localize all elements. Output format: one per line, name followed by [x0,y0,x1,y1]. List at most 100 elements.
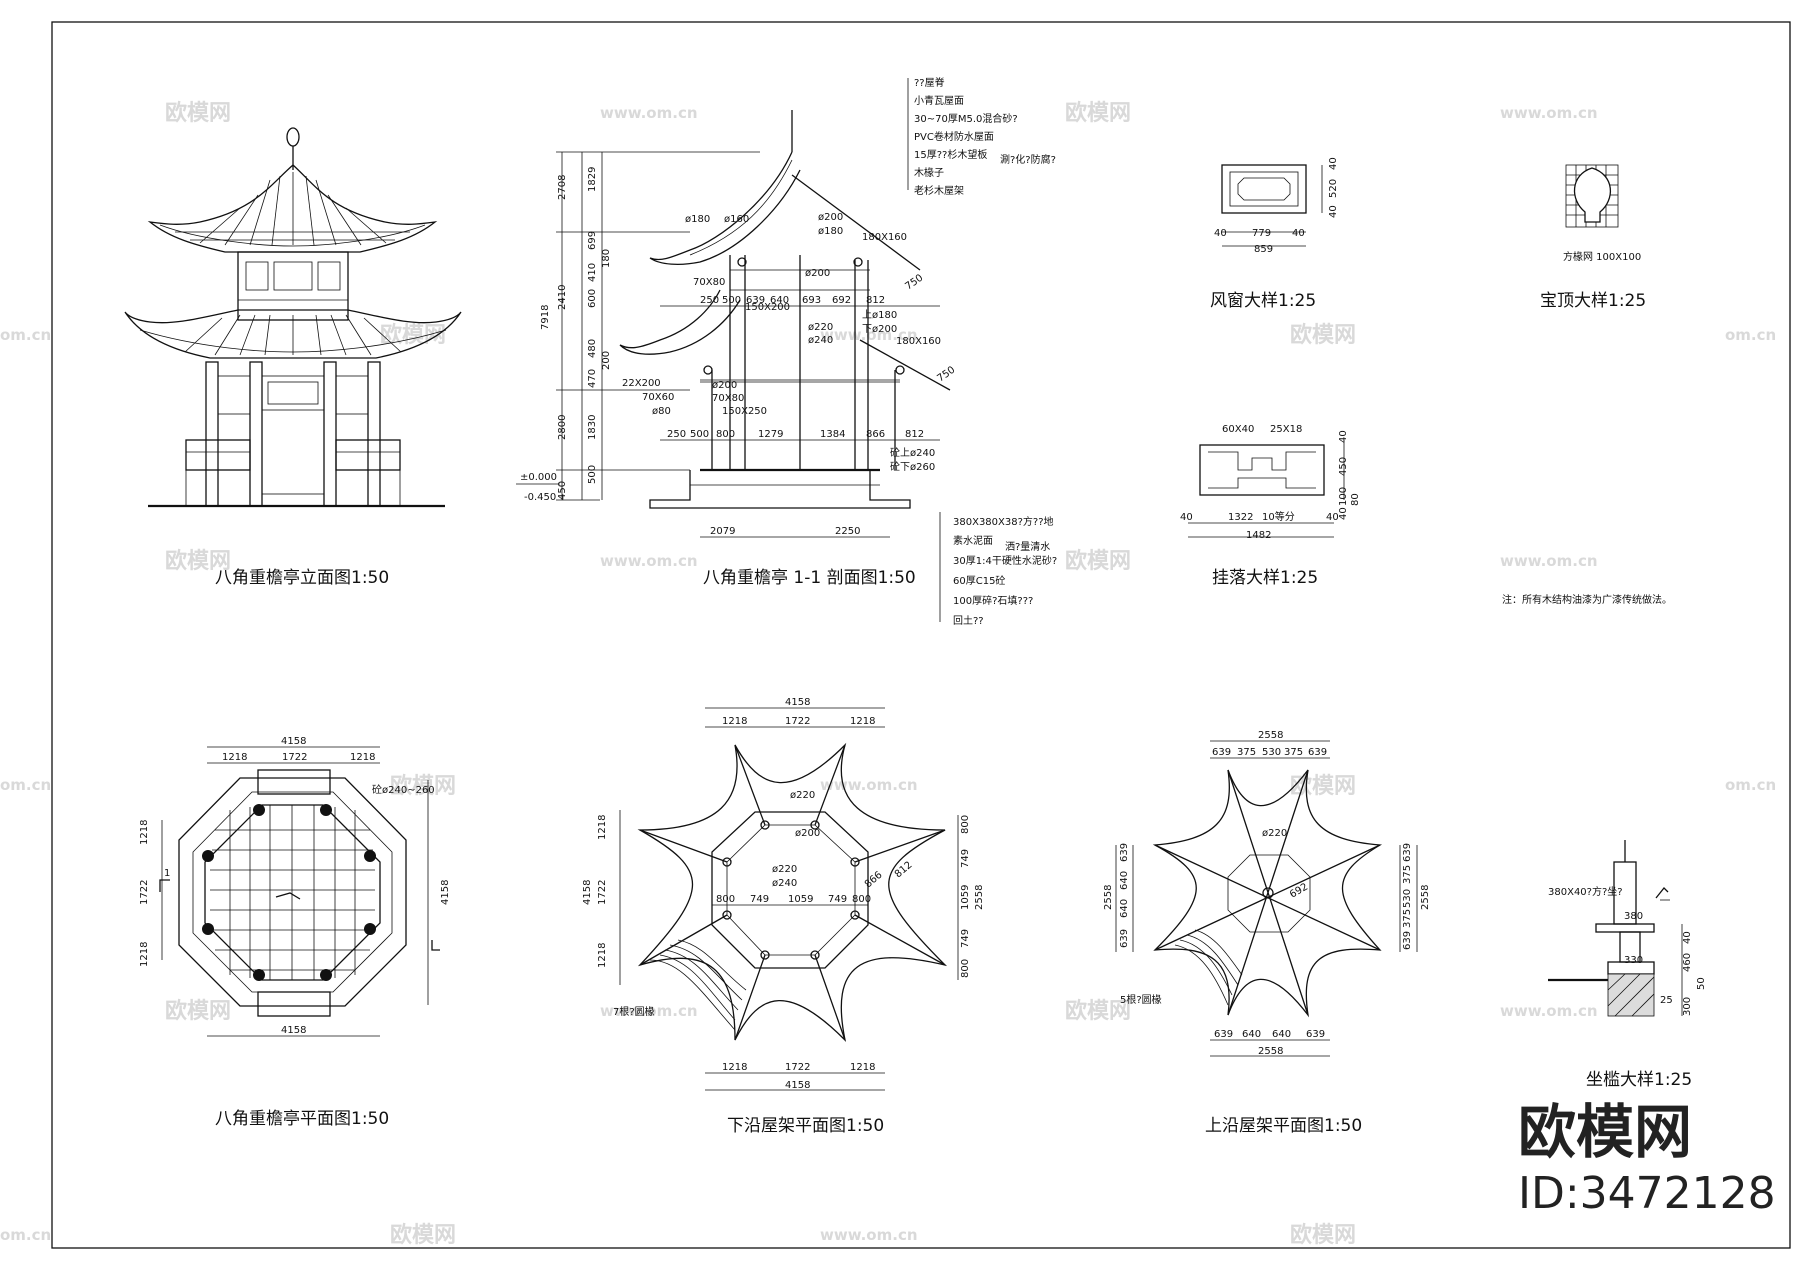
section-dim: 500 [587,465,598,484]
watermark: 欧模网 [1290,322,1356,348]
seat-label: 25 [1660,995,1673,1006]
watermark: www.om.cn [1500,104,1598,122]
upper-dim: 375 [1284,747,1303,758]
lower-label: 7根?圆椽 [613,1005,655,1018]
roof-layer: 涮?化?防腐? [1000,153,1056,166]
upper-label: ø220 [1262,828,1287,839]
window-dim: 779 [1252,228,1271,239]
section-dim: 639 [746,295,765,306]
upper-dim: 639 [1402,843,1413,862]
section-dim: 1830 [587,415,598,440]
upper-roof [147,164,438,253]
lower-roof-plan: 4158 1218 1722 1218 ø220 ø200 ø220 ø240 … [582,697,985,1136]
member-label: 砼下ø260 [890,460,935,473]
hanging-dim: 80 [1350,493,1361,506]
seat-label: 460 [1682,953,1693,972]
lower-dim: 1218 [597,815,608,840]
sheet-border [51,21,1791,1249]
watermark: om.cn [1725,776,1776,794]
section-dim: 2708 [557,175,568,200]
watermark: 欧模网 [165,548,231,574]
window-dim: 40 [1328,205,1339,218]
member-label: ø180 [685,214,710,225]
upper-label: 692 [1288,882,1310,901]
member-label: 150X250 [722,406,767,417]
floor-layer: 380X380X38?方??地 [953,515,1054,528]
lower-label: 812 [893,860,915,881]
member-label: ø80 [652,406,671,417]
upper-dim: 375 [1237,747,1256,758]
member-label: 70X60 [642,392,674,403]
section-dim: 693 [802,295,821,306]
upper-dim: 2558 [1258,730,1283,741]
watermark: om.cn [1725,326,1776,344]
watermark: 欧模网 [165,100,231,126]
roof-layer: 30~70厚M5.0混合砂? [914,112,1018,125]
lower-dim: 749 [960,849,971,868]
hanging-dim: 40 [1326,512,1339,523]
watermark: om.cn [0,1226,51,1244]
window-dim: 40 [1292,228,1305,239]
finial-label: 方椽网 100X100 [1563,250,1641,263]
window-dim: 40 [1214,228,1227,239]
hanging-title: 挂落大样1:25 [1212,568,1318,588]
lower-dim: 1722 [785,716,810,727]
member-label: ø200 [805,268,830,279]
roof-layer: 老杉木屋架 [914,184,964,197]
section-dim: 600 [587,289,598,308]
section-mark: 1 [164,868,170,879]
hanging-dim: 450 [1338,457,1349,476]
brand-id: ID:3472128 [1518,1168,1776,1219]
section-dim: 1829 [587,167,598,192]
upper-dim: 530 [1262,747,1281,758]
plan-dim: 1218 [222,752,247,763]
section-dim: 812 [866,295,885,306]
window-dim: 40 [1328,157,1339,170]
upper-dim: 639 [1306,1029,1325,1040]
upper-dim: 375 [1402,909,1413,928]
lower-roof-section [619,289,741,355]
floor-layer: 回土?? [953,614,984,627]
watermark: om.cn [0,326,51,344]
seat-detail: 380X40?方?坐? 380 330 40 460 50 25 300 坐槛大… [1548,840,1707,1090]
floor-layer: 100厚碎?石填??? [953,594,1033,607]
watermark: 欧模网 [1065,100,1131,126]
member-label: 750 [935,364,957,384]
upper-roof-section [649,151,801,265]
hanging-dim: 40 [1338,430,1349,443]
member-label: 上ø180 [862,309,897,321]
lower-dim: 1722 [597,880,608,905]
plan-dim: 1218 [350,752,375,763]
column [367,361,381,507]
watermark: www.om.cn [600,552,698,570]
watermark: www.om.cn [820,776,918,794]
column-markers [202,804,376,981]
king-post [1262,887,1274,899]
elevation-drawing: 八角重檐亭立面图1:50 [124,127,462,588]
member-label: 22X200 [622,378,661,389]
member-label: 70X80 [693,277,725,288]
hanging-dim: 40 [1338,507,1349,520]
section-dim: 812 [905,429,924,440]
hanging-dim: 40 [1180,512,1193,523]
window-detail: 40 779 40 859 40 520 40 风窗大样1:25 [1210,157,1339,311]
lower-dim: 800 [960,959,971,978]
finial-shape [1573,167,1612,223]
roof-layer: ??屋脊 [914,76,945,89]
octagon-floor [204,804,381,981]
hanging-dim: 10等分 [1262,510,1295,523]
section-dim: 2079 [710,526,735,537]
purlin-nodes [722,820,860,960]
ring-beam [1227,854,1311,933]
window-dim: 859 [1254,244,1273,255]
section-dim: 1279 [758,429,783,440]
hanging-dim: 1322 [1228,512,1253,523]
window-dim: 520 [1328,179,1339,198]
elevation-title: 八角重檐亭立面图1:50 [215,568,389,588]
roof-layer: PVC卷材防水屋面 [914,130,994,143]
watermark: om.cn [0,776,51,794]
roof-layer: 木椽子 [914,166,944,179]
hanging-frame [1199,444,1325,496]
hanging-dim: 1482 [1246,530,1271,541]
section-dim: 1384 [820,429,845,440]
